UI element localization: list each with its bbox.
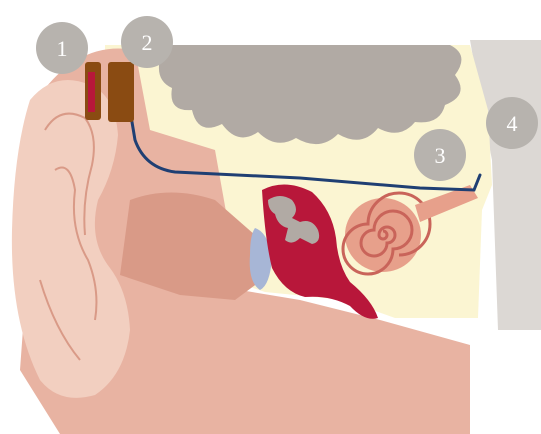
marker-4-label: 4 — [507, 111, 518, 136]
transmitter-device — [108, 62, 134, 122]
marker-1-label: 1 — [57, 36, 68, 61]
marker-1: 1 — [36, 22, 88, 74]
marker-2: 2 — [121, 16, 173, 68]
marker-2-label: 2 — [142, 30, 153, 55]
marker-3: 3 — [414, 129, 466, 181]
marker-3-label: 3 — [435, 143, 446, 168]
marker-4: 4 — [486, 97, 538, 149]
cochlea-body — [345, 198, 421, 272]
microphone-face — [88, 72, 95, 112]
